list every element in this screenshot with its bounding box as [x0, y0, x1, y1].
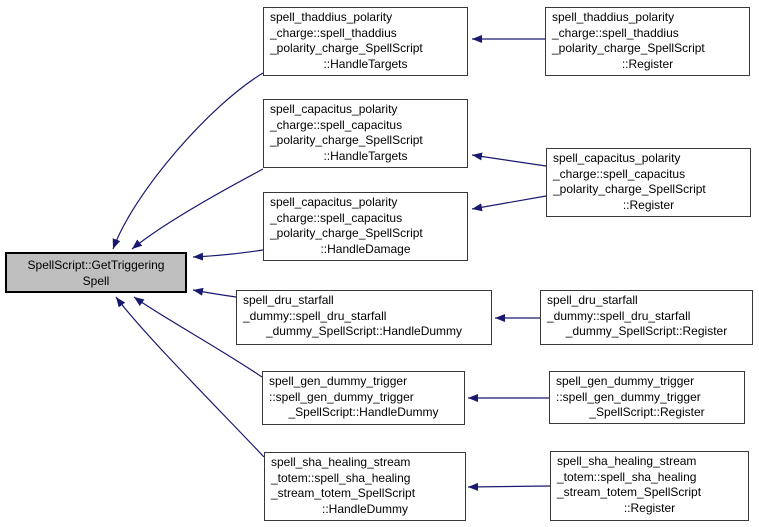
edge-gen-handledummy-to-gettriggeringspell — [133, 296, 263, 378]
node-label-line: ::HandleTargets — [323, 148, 408, 163]
node-label-line: ::HandleDummy — [321, 501, 409, 516]
node-label-line: Spell — [82, 274, 110, 288]
node-label-line: _polarity_charge_SpellScript — [552, 41, 705, 55]
node-label-line: ::Register — [621, 56, 674, 71]
node-label-line: _totem::spell_sha_healing — [557, 469, 697, 484]
node-label-line: ::HandleDamage — [320, 241, 411, 256]
node-label-line: SpellScript::GetTriggering — [27, 258, 165, 272]
node-spell-gen-dummy-trigger-handledummy[interactable]: spell_gen_dummy_trigger ::spell_gen_dumm… — [262, 371, 465, 425]
node-label-line: spell_thaddius_polarity — [552, 10, 675, 24]
node-label-line: _dummy::spell_dru_starfall — [243, 308, 387, 323]
edge-thaddius-handletargets-to-gettriggeringspell — [112, 72, 264, 250]
node-label-line: ::Register — [623, 500, 676, 515]
node-spell-sha-healing-stream-register[interactable]: spell_sha_healing_stream _totem::spell_s… — [550, 451, 749, 521]
edge-capacitus-register-to-handledamage — [471, 195, 547, 212]
node-spellscript-gettriggeringspell: SpellScript::GetTriggering Spell — [5, 252, 187, 293]
edge-capacitus-handletargets-to-gettriggeringspell — [131, 168, 264, 250]
node-label-line: _charge::spell_thaddius — [552, 25, 679, 40]
node-label-line: spell_capacitus_polarity — [270, 195, 398, 209]
node-spell-dru-starfall-register[interactable]: spell_dru_starfall _dummy::spell_dru_sta… — [540, 290, 753, 345]
node-label-line: _stream_totem_SpellScript — [557, 485, 702, 499]
node-label-line: _dummy::spell_dru_starfall — [547, 308, 691, 323]
node-label-line: spell_gen_dummy_trigger — [556, 374, 695, 388]
node-label-line: spell_dru_starfall — [547, 293, 638, 307]
node-spell-thaddius-register[interactable]: spell_thaddius_polarity _charge::spell_t… — [545, 7, 750, 76]
node-spell-sha-healing-stream-handledummy[interactable]: spell_sha_healing_stream _totem::spell_s… — [264, 452, 466, 521]
node-spell-gen-dummy-trigger-register[interactable]: spell_gen_dummy_trigger ::spell_gen_dumm… — [549, 371, 745, 424]
node-label-line: spell_capacitus_polarity — [553, 151, 681, 165]
edge-capacitus-handledamage-to-gettriggeringspell — [192, 249, 264, 261]
node-label-line: _polarity_charge_SpellScript — [270, 41, 423, 55]
node-label-line: spell_sha_healing_stream — [271, 455, 411, 469]
node-label-line: _polarity_charge_SpellScript — [270, 226, 423, 240]
node-label-line: spell_sha_healing_stream — [557, 454, 697, 468]
node-spell-capacitus-handledamage[interactable]: spell_capacitus_polarity _charge::spell_… — [263, 192, 468, 261]
node-label-line: _dummy_SpellScript::HandleDummy — [265, 324, 463, 338]
node-label-line: ::spell_gen_dummy_trigger — [269, 389, 414, 404]
node-label-line: _polarity_charge_SpellScript — [553, 182, 706, 196]
node-label-line: _charge::spell_capacitus — [270, 210, 403, 225]
edge-dru-handledummy-to-gettriggeringspell — [192, 287, 237, 298]
node-label-line: spell_gen_dummy_trigger — [269, 374, 408, 388]
node-label-line: spell_thaddius_polarity — [270, 10, 393, 24]
edge-capacitus-register-to-handletargets — [471, 152, 547, 167]
node-spell-dru-starfall-handledummy[interactable]: spell_dru_starfall _dummy::spell_dru_sta… — [236, 290, 492, 345]
node-label-line: _totem::spell_sha_healing — [271, 470, 411, 485]
node-spell-capacitus-handletargets[interactable]: spell_capacitus_polarity _charge::spell_… — [263, 99, 468, 168]
edge-sha-register-to-handledummy — [467, 482, 551, 491]
node-label-line: _dummy_SpellScript::Register — [565, 324, 728, 338]
node-label-line: ::Register — [622, 197, 675, 212]
node-label-line: _charge::spell_capacitus — [553, 166, 686, 181]
node-label-line: _SpellScript::HandleDummy — [288, 405, 439, 419]
node-label-line: spell_capacitus_polarity — [270, 102, 398, 116]
edge-sha-handledummy-to-gettriggeringspell — [115, 296, 265, 458]
node-label-line: ::HandleTargets — [323, 56, 408, 71]
node-label-line: _polarity_charge_SpellScript — [270, 133, 423, 147]
node-spell-capacitus-register[interactable]: spell_capacitus_polarity _charge::spell_… — [546, 148, 751, 217]
node-label-line: ::spell_gen_dummy_trigger — [556, 389, 701, 404]
node-label-line: _charge::spell_capacitus — [270, 117, 403, 132]
node-label-line: _stream_totem_SpellScript — [271, 486, 416, 500]
node-label-line: _charge::spell_thaddius — [270, 25, 397, 40]
node-spell-thaddius-handletargets[interactable]: spell_thaddius_polarity _charge::spell_t… — [263, 7, 468, 76]
node-label-line: spell_dru_starfall — [243, 293, 334, 307]
node-label-line: _SpellScript::Register — [589, 405, 705, 419]
